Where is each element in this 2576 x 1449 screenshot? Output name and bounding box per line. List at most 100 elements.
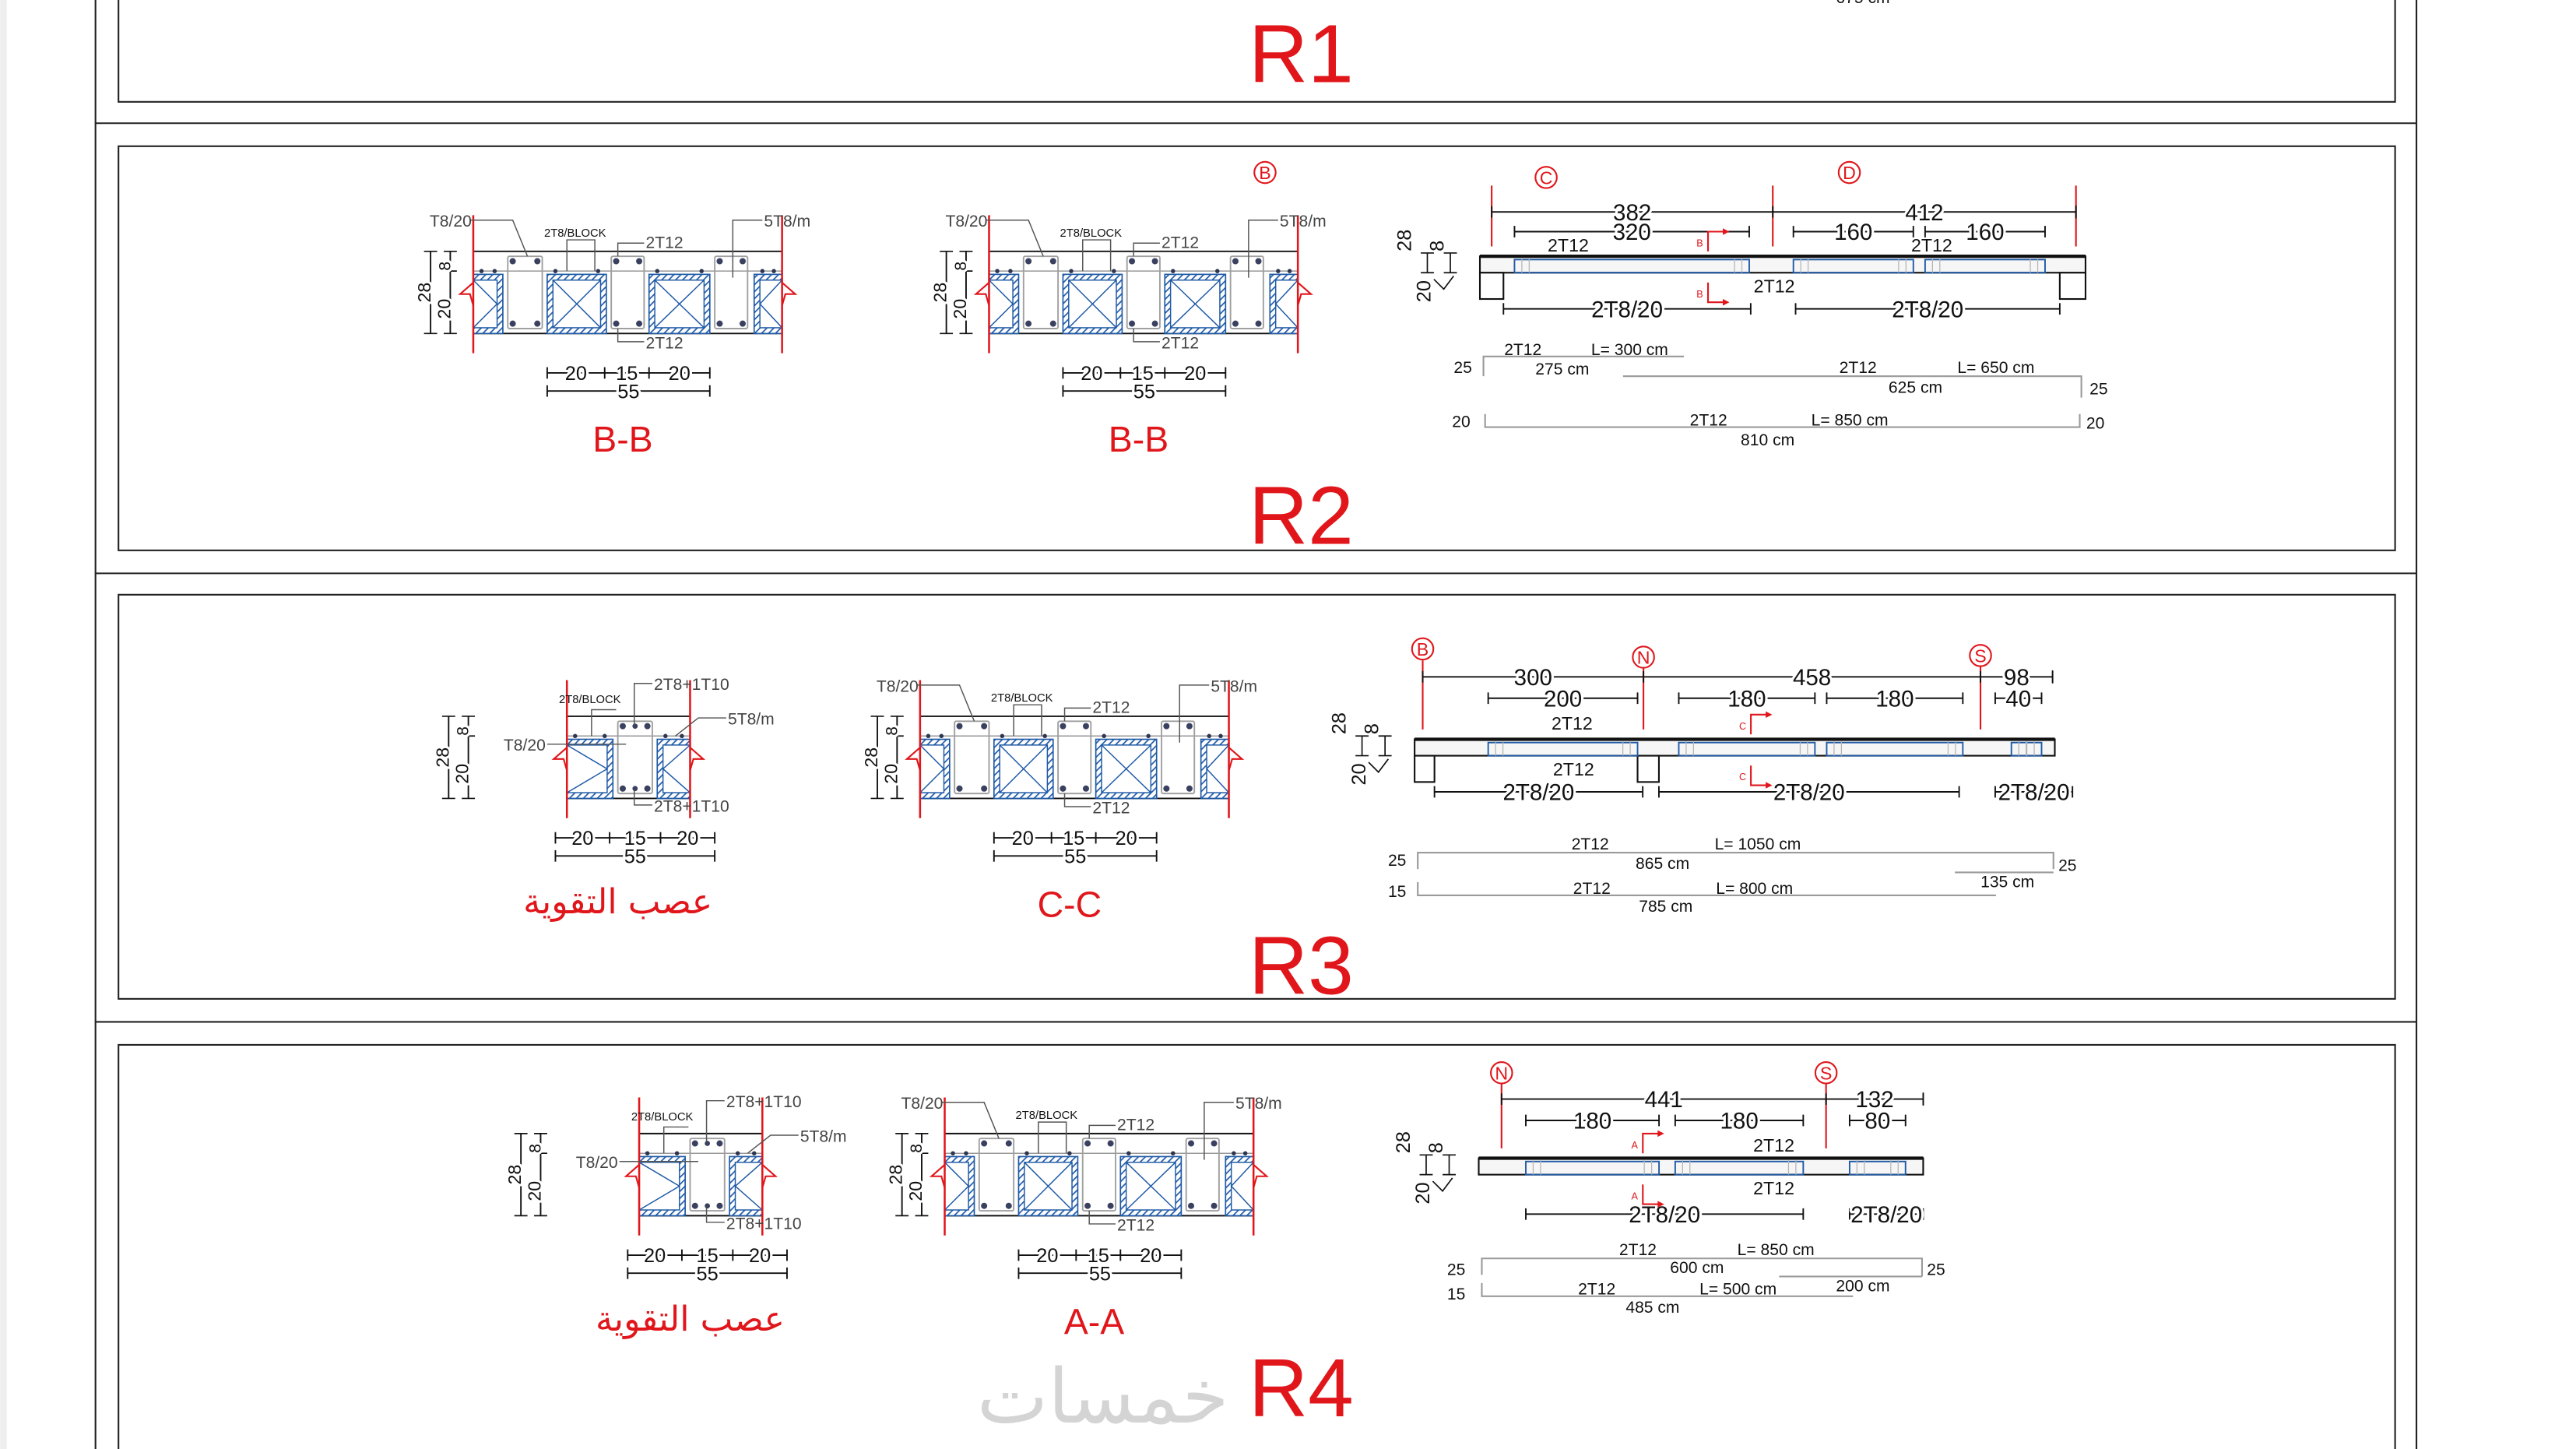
leader-line [675, 717, 726, 737]
leader-line [916, 684, 975, 722]
block-cross [1206, 744, 1230, 793]
block-cross [944, 1162, 970, 1211]
bar-mark: 2T12 [1690, 411, 1727, 429]
depth-slab-label: 8 [1425, 1142, 1447, 1153]
rebar-dot [1107, 1140, 1114, 1147]
leader-line [1179, 684, 1210, 743]
rebar-dot [613, 258, 620, 265]
section-cut-arrow [1642, 1132, 1660, 1154]
dimension-value: 180 [1727, 686, 1766, 712]
bar-straight-length: 600 cm [1670, 1259, 1724, 1277]
section-title: B-B [592, 419, 652, 459]
rebar-dot [1025, 258, 1032, 265]
rebar-dot [956, 785, 963, 792]
dimension-value: 8 [526, 1144, 544, 1153]
top-bars-label: 2T8+1T10 [726, 1093, 802, 1111]
row-box-r4 [118, 1043, 2396, 1449]
arrowhead [1723, 299, 1730, 306]
leader-line [1038, 1121, 1067, 1154]
bar-mark: 2T12 [1504, 341, 1541, 359]
stirrup [1081, 1138, 1116, 1212]
leader-line [1133, 328, 1160, 343]
leader-line [1088, 1211, 1116, 1225]
slab-bar-dot [1232, 1151, 1236, 1155]
dimension-value: 55 [617, 381, 639, 403]
block-void [566, 744, 608, 793]
dimension-value: 2T8/20 [1850, 1202, 1922, 1228]
depth-slab-label: 8 [1427, 241, 1449, 251]
slab-bar-dot [596, 269, 601, 273]
dimension-value: 132 [1855, 1087, 1893, 1113]
leader-line [1204, 1102, 1234, 1160]
depth-slab-label: 8 [1362, 723, 1383, 734]
leader-line [747, 1134, 799, 1154]
row-title-r2: R2 [1249, 470, 1354, 561]
section-cut-arrow [1642, 1184, 1660, 1205]
grid-axis-label: C [1540, 167, 1553, 188]
break-symbol [1228, 747, 1245, 771]
dimension-value: 320 [1613, 220, 1651, 245]
support-beam-drop [1414, 754, 1436, 783]
slab-bar-dot [645, 1151, 650, 1155]
mesh-label: 5T8/m [1235, 1095, 1282, 1113]
block-void [638, 1162, 680, 1211]
rebar-dot [509, 320, 516, 327]
grid-axis-bubble: N [1490, 1061, 1513, 1085]
section-cut-arrow [1706, 230, 1725, 251]
rebar-dot [1049, 320, 1056, 327]
top-bar-outline [1826, 741, 1964, 757]
bar-mark: 2T12 [1572, 835, 1609, 853]
slab-bar-dot [1067, 1151, 1072, 1155]
grid-axis-label: D [1843, 163, 1856, 183]
rib-reinforcement [954, 720, 990, 795]
bottom-bars-label: 2T12 [1161, 334, 1199, 352]
slab-bar-dot [573, 733, 578, 739]
rebar-dot [1188, 1202, 1195, 1209]
rebar-dot [636, 320, 643, 327]
leader-line [617, 328, 645, 343]
grid-axis-label: S [1974, 645, 1986, 666]
bar-shape-line [1417, 882, 1996, 896]
top-bar-outline [1924, 258, 2046, 274]
dimension-value: 441 [1645, 1087, 1683, 1113]
top-bar-outline [1487, 741, 1639, 757]
section-cut-arrow [1750, 713, 1768, 735]
slab-bar-dot [1171, 1151, 1176, 1155]
rebar-dot [956, 723, 963, 730]
rebar-dot [1188, 1140, 1195, 1147]
rebar-dot [1060, 723, 1067, 730]
dimension-value: 28 [861, 747, 881, 768]
slab-bar-dot [479, 269, 484, 273]
slab-bar-dot [1042, 733, 1047, 739]
depth-total-label: 28 [1329, 712, 1351, 734]
section-cut-arrow [1706, 282, 1725, 304]
leader-line [1082, 239, 1112, 272]
rebar-dot [644, 723, 651, 730]
rib-reinforcement [1022, 255, 1060, 329]
rib-reinforcement [1161, 720, 1196, 795]
bar-mark: 2T12 [1573, 880, 1611, 898]
block-bars-label: 2T8/BLOCK [1060, 227, 1123, 240]
hollow-block [1017, 1151, 1079, 1217]
dimension-value: 2T8/20 [1591, 297, 1663, 322]
section-cut-arrow [1750, 765, 1768, 786]
rebar-dot [1151, 320, 1158, 327]
bottom-bars-label: 2T8+1T10 [726, 1215, 802, 1233]
rebar-dot [1151, 258, 1158, 265]
rebar-dot [1255, 320, 1262, 327]
top-bars-label: 2T12 [1092, 699, 1130, 717]
dimension-value: 2T8/20 [1502, 780, 1574, 806]
block-bars-label: 2T8/BLOCK [631, 1111, 694, 1124]
slab-bar-dot [964, 1151, 968, 1155]
bar-total-length: L= 850 cm [1812, 411, 1889, 429]
rib-reinforcement [978, 1138, 1015, 1212]
dimension-value: 8 [908, 1144, 926, 1153]
dimension-value: 160 [1834, 220, 1872, 245]
slab-band [1414, 738, 2056, 757]
rebar-dot [981, 785, 988, 792]
